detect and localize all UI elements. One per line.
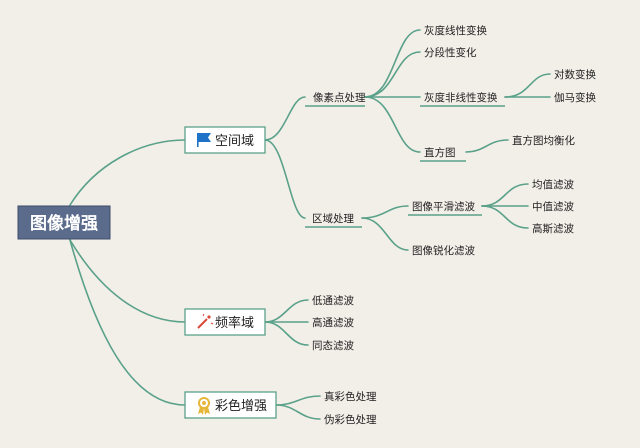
root-label: 图像增强 — [30, 213, 98, 234]
root-node[interactable]: 图像增强 — [17, 205, 111, 240]
branch-spatial-label: 空间域 — [215, 134, 254, 149]
branch-frequency-node[interactable]: 频率域 — [184, 308, 266, 336]
branch-spatial-node[interactable]: 空间域 — [184, 126, 266, 154]
magic-wand-icon — [197, 313, 214, 329]
node-region-processing[interactable]: 区域处理 — [312, 212, 354, 225]
node-gaussian-filter[interactable]: 高斯滤波 — [532, 222, 574, 235]
node-piecewise[interactable]: 分段性变化 — [424, 46, 477, 59]
node-median-filter[interactable]: 中值滤波 — [532, 200, 574, 213]
award-ribbon-icon — [198, 397, 210, 415]
node-log-transform[interactable]: 对数变换 — [554, 68, 596, 81]
node-true-color[interactable]: 真彩色处理 — [324, 390, 377, 403]
leaf-underlines — [305, 105, 505, 228]
node-pseudo-color[interactable]: 伪彩色处理 — [324, 413, 377, 426]
branch-frequency-label: 频率域 — [215, 315, 254, 331]
branch-color-label: 彩色增强 — [215, 398, 267, 414]
connectors — [69, 29, 551, 420]
node-lowpass[interactable]: 低通滤波 — [312, 294, 354, 307]
node-histogram-equalization[interactable]: 直方图均衡化 — [512, 134, 575, 147]
node-gray-nonlinear[interactable]: 灰度非线性变换 — [424, 91, 498, 104]
node-gamma-transform[interactable]: 伽马变换 — [554, 91, 596, 104]
node-point-processing[interactable]: 像素点处理 — [313, 91, 366, 104]
node-gray-linear[interactable]: 灰度线性变换 — [424, 24, 487, 37]
node-mean-filter[interactable]: 均值滤波 — [532, 178, 574, 191]
node-smoothing-filter[interactable]: 图像平滑滤波 — [412, 200, 475, 213]
node-homomorphic[interactable]: 同态滤波 — [312, 339, 354, 352]
leaf-labels: 像素点处理 区域处理 灰度线性变换 分段性变化 灰度非线性变换 直方图 对数变换… — [312, 24, 596, 426]
branch-color-node[interactable]: 彩色增强 — [184, 391, 277, 419]
flag-icon — [197, 133, 211, 147]
node-highpass[interactable]: 高通滤波 — [312, 316, 354, 329]
node-sharpening-filter[interactable]: 图像锐化滤波 — [412, 244, 475, 257]
node-histogram[interactable]: 直方图 — [424, 146, 456, 159]
